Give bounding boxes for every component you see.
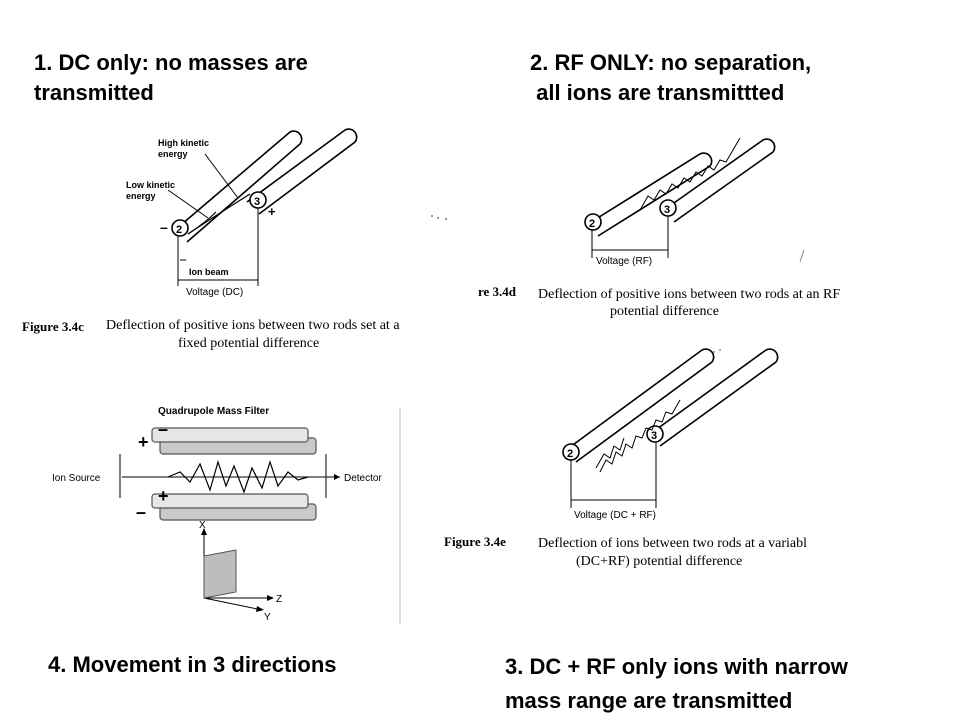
figure-rf-only: 2 3 Voltage (RF) re 3.4d Deflection of p…	[478, 118, 900, 323]
deflection-plane	[203, 549, 237, 599]
heading-dc-rf: 3. DC + RF only ions with narrow mass ra…	[505, 654, 848, 713]
ion-beam-label: Ion beam	[189, 267, 229, 277]
heading-movement: 4. Movement in 3 directions	[48, 652, 337, 677]
figure-3-4d-caption-1: Deflection of positive ions between two …	[538, 287, 840, 302]
voltage-rf-label: Voltage (RF)	[596, 256, 652, 267]
low-ke-label-2: energy	[126, 191, 156, 201]
axis-z-label: Z	[276, 594, 282, 605]
rod-2-marker	[171, 219, 189, 237]
plus-sign: +	[268, 204, 276, 219]
figure-3-4d-label: re 3.4d	[478, 284, 517, 299]
voltage-dc-label: Voltage (DC)	[186, 287, 243, 298]
figure-3-4e-caption-1: Deflection of ions between two rods at a…	[538, 536, 807, 551]
figure-3-4e-label: Figure 3.4e	[444, 534, 506, 549]
heading-dc-only: 1. DC only: no masses are transmitted	[34, 50, 308, 105]
rod-3-label: 3	[254, 196, 260, 208]
figure-3-4c-caption-2: fixed potential difference	[178, 336, 319, 351]
rod-3-label: 3	[651, 430, 657, 442]
top-minus-sign: –	[158, 419, 168, 439]
axis-y-label: Y	[264, 612, 271, 623]
figure-dc-only: 2 3 – + High kinetic energy Low kinetic …	[0, 118, 480, 363]
rod-2-marker	[584, 213, 602, 231]
figure-3-4c-caption-1: Deflection of positive ions between two …	[106, 318, 400, 333]
figure-dc-rf: 2 3 Voltage (DC + RF) Figure 3.4e Deflec…	[424, 338, 900, 582]
rod-2-label: 2	[176, 224, 182, 236]
high-ke-label: High kinetic	[158, 138, 209, 148]
rod-2-label: 2	[567, 448, 573, 460]
low-ke-label: Low kinetic	[126, 180, 175, 190]
high-ke-label-2: energy	[158, 149, 188, 159]
top-plus-sign: +	[138, 432, 149, 452]
ion-trajectory	[167, 459, 309, 494]
figure-3-4c-label: Figure 3.4c	[22, 319, 84, 334]
ion-path-low	[187, 211, 217, 235]
figure-quadrupole: Quadrupole Mass Filter + – + – Ion Sourc…	[40, 402, 402, 624]
bottom-plus-sign: +	[158, 486, 169, 506]
figure-3-4d-caption-2: potential difference	[610, 304, 719, 319]
detector-label: Detector	[344, 473, 382, 484]
quadrupole-title: Quadrupole Mass Filter	[158, 406, 269, 417]
heading-rf-only: 2. RF ONLY: no separation, all ions are …	[530, 50, 812, 105]
rod-2-label: 2	[589, 218, 595, 230]
figure-3-4e-caption-2: (DC+RF) potential difference	[576, 554, 742, 569]
voltage-dcrf-label: Voltage (DC + RF)	[574, 510, 656, 521]
beam-arrow	[334, 474, 340, 480]
ion-path-dcrf	[599, 399, 681, 473]
axis-x-label: X	[199, 520, 206, 531]
minus-sign: –	[160, 219, 168, 235]
ion-source-label: Ion Source	[52, 473, 101, 484]
bottom-minus-sign: –	[136, 502, 146, 522]
ion-path-rf	[639, 137, 741, 211]
rod-3-label: 3	[664, 204, 670, 216]
